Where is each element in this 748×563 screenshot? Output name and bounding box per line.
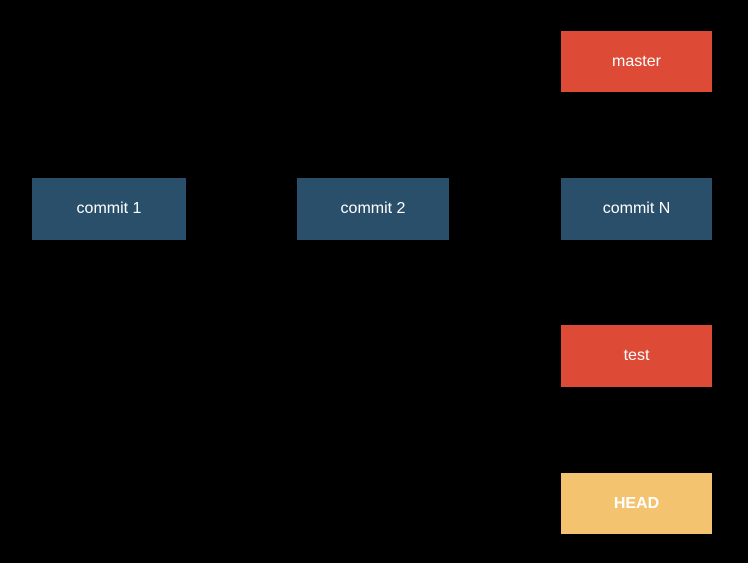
node-master-label: master (612, 52, 661, 70)
arrow-commit1-to-commit2 (183, 204, 299, 214)
node-test: test (561, 325, 712, 387)
node-head-label: HEAD (613, 494, 660, 512)
arrow-master-to-commitN (631, 89, 641, 181)
node-commit-N: commit N (561, 178, 712, 240)
node-commit-N-label: commit N (602, 200, 671, 217)
node-commit-2: commit 2 (297, 178, 449, 240)
node-commit-2-label: commit 2 (340, 200, 406, 217)
node-master: master (561, 31, 712, 92)
arrow-test-to-commitN (631, 237, 641, 328)
arrow-head-to-test (631, 385, 641, 476)
node-test-label: test (623, 347, 650, 364)
node-head: HEAD (561, 473, 712, 534)
node-commit-1: commit 1 (32, 178, 186, 240)
node-commit-1-label: commit 1 (76, 200, 142, 217)
arrow-commit2-to-commitN (446, 204, 563, 214)
